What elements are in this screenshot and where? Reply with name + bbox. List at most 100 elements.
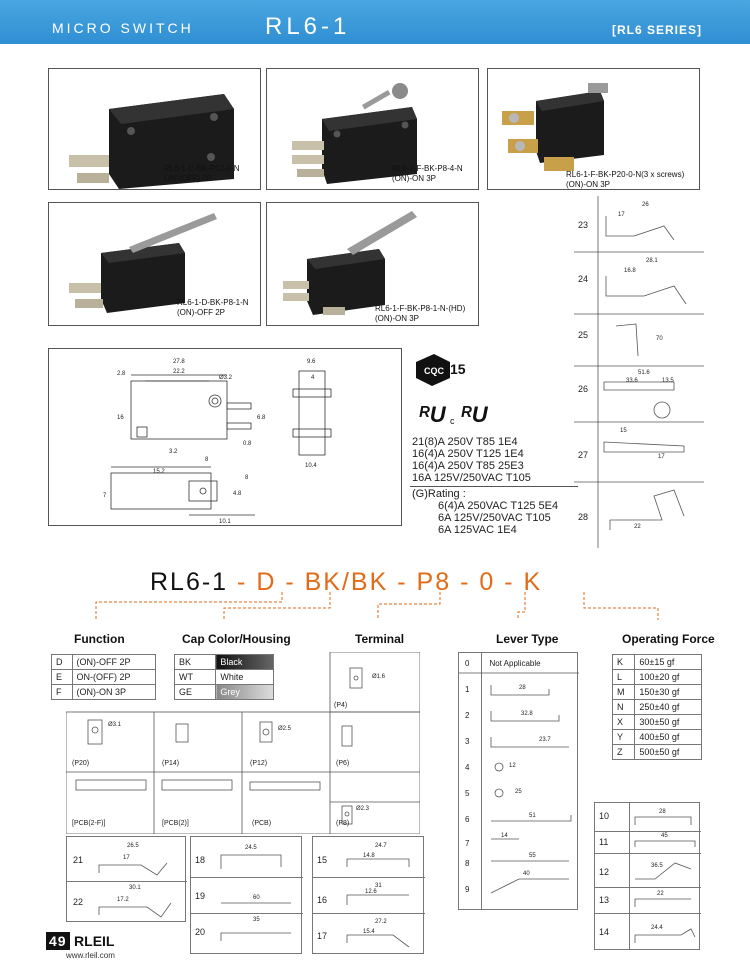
certification-block: CQC 15 ᴿU c ᴿU 21(8)A 250V T85 1E4 16(4)… xyxy=(410,352,580,542)
code-terminal: P8 xyxy=(416,568,452,596)
terminal-label-p4: (P4) xyxy=(334,702,348,709)
table-row: F(ON)-ON 3P xyxy=(51,684,157,700)
brand-logo: RLEIL xyxy=(74,933,115,949)
code-force: K xyxy=(523,568,543,596)
dim-27-8: 27.8 xyxy=(173,359,185,365)
lever-block-15-17: 15 16 17 24.7 14.8 31 12.6 27.2 15.4 xyxy=(312,836,425,954)
svg-text:55: 55 xyxy=(529,853,536,859)
g-rating-2: 6A 125V/250VAC T105 xyxy=(438,512,551,524)
svg-text:30.1: 30.1 xyxy=(129,885,141,891)
svg-text:27.2: 27.2 xyxy=(375,919,387,925)
photo-4-desc: (ON)-OFF 2P xyxy=(177,308,225,317)
switch-photo-1 xyxy=(69,94,234,189)
dim-6-8: 6.8 xyxy=(257,415,266,421)
svg-text:36.5: 36.5 xyxy=(651,863,663,869)
dim-p12-hole: Ø2.5 xyxy=(278,726,292,732)
svg-text:14: 14 xyxy=(501,833,508,839)
lever-25: 25 xyxy=(578,330,589,340)
lever-27: 27 xyxy=(578,450,589,460)
rating-line-1: 21(8)A 250V T85 1E4 xyxy=(412,436,518,448)
photo-panel-1: RL6-1-E-BK-P12-0-N ON-(OFF) 2P xyxy=(48,68,261,190)
dim-4-8: 4.8 xyxy=(233,491,242,497)
series-label: [RL6 SERIES] xyxy=(611,23,702,37)
dim-28-1: 28.1 xyxy=(646,258,658,264)
svg-text:24.4: 24.4 xyxy=(651,925,663,931)
code-base: RL6-1 xyxy=(150,568,229,596)
terminal-label-p20: (P20) xyxy=(72,760,90,767)
page-number: 49 xyxy=(46,932,70,950)
svg-text:ᴿU: ᴿU xyxy=(418,402,447,427)
cqc-number: 15 xyxy=(450,361,466,377)
dim-17b: 17 xyxy=(658,454,665,460)
dimension-drawing: 27.8 22.2 2.8 Ø3.2 16 6.8 0.8 8 3.2 15.2… xyxy=(103,359,332,525)
dim-hole-3-2: Ø3.2 xyxy=(219,375,233,381)
svg-text:17: 17 xyxy=(123,855,130,861)
dim-15: 15 xyxy=(620,428,627,434)
part-code: RL6-1 - D - BK/BK - P8 - 0 - K xyxy=(150,568,543,596)
lever-row-6: 6 xyxy=(465,815,470,824)
svg-text:14.8: 14.8 xyxy=(363,853,375,859)
svg-text:28: 28 xyxy=(519,685,526,691)
rating-line-3: 16(4)A 250V T85 25E3 xyxy=(412,460,524,472)
photo-3-code: RL6-1-F-BK-P20-0-N(3 x screws) xyxy=(566,170,685,179)
lever-20: 20 xyxy=(195,927,206,937)
lever-row-8: 8 xyxy=(465,859,470,868)
svg-text:15.4: 15.4 xyxy=(363,929,375,935)
svg-text:17.2: 17.2 xyxy=(117,897,129,903)
photo-2-desc: (ON)-ON 3P xyxy=(392,174,436,183)
code-cap: BK/BK xyxy=(304,568,389,596)
cap-title: Cap Color/Housing xyxy=(182,632,291,646)
lever-23: 23 xyxy=(578,220,589,230)
dim-9-6: 9.6 xyxy=(307,359,316,365)
svg-text:31: 31 xyxy=(375,883,382,889)
svg-text:32.8: 32.8 xyxy=(521,711,533,717)
lever-row-2: 2 xyxy=(465,711,470,720)
photo-1-code: RL6-1-E-BK-P12-0-N xyxy=(164,164,240,173)
lever-14: 14 xyxy=(599,927,610,937)
lever-28: 28 xyxy=(578,512,589,522)
footer-brand: 49 RLEIL www.rleil.com xyxy=(46,932,115,960)
dim-22: 22 xyxy=(634,524,641,530)
lever-block-10-14: 10 11 12 13 14 28 45 36.5 22 24.4 xyxy=(594,802,701,950)
code-lever: 0 xyxy=(479,568,496,596)
ul-logo-icon: ᴿU c ᴿU xyxy=(418,402,489,427)
lever-title: Lever Type xyxy=(496,632,559,646)
dim-10-1: 10.1 xyxy=(219,519,231,525)
dimension-drawing-panel: 27.8 22.2 2.8 Ø3.2 16 6.8 0.8 8 3.2 15.2… xyxy=(48,348,402,526)
photo-5-code: RL6-1-F-BK-P8-1-N-(HD) xyxy=(375,304,466,313)
dim-p20-hole: Ø3.1 xyxy=(108,722,122,728)
switch-photo-2 xyxy=(292,83,417,184)
svg-text:23.7: 23.7 xyxy=(539,737,551,743)
lever-11: 11 xyxy=(599,837,609,847)
dim-8: 8 xyxy=(205,457,209,463)
lever-block-18-20: 18 19 20 24.5 60 35 xyxy=(190,836,303,954)
lever-22: 22 xyxy=(73,897,84,907)
switch-photo-3 xyxy=(502,83,608,171)
dim-70: 70 xyxy=(656,336,663,342)
svg-text:51: 51 xyxy=(529,813,536,819)
dim-51-6: 51.6 xyxy=(638,370,650,376)
svg-text:26.5: 26.5 xyxy=(127,843,139,849)
g-rating-1: 6(4)A 250VAC T125 5E4 xyxy=(438,500,559,512)
dim-17: 17 xyxy=(618,212,625,218)
svg-text:ᴿU: ᴿU xyxy=(460,402,489,427)
terminal-label-pcb: (PCB) xyxy=(252,820,272,827)
rating-line-4: 16A 125V/250VAC T105 xyxy=(412,472,531,484)
photo-3-desc: (ON)-ON 3P xyxy=(566,180,610,189)
g-rating-label: (G)Rating : xyxy=(412,488,466,500)
lever-26: 26 xyxy=(578,384,589,394)
svg-text:12.6: 12.6 xyxy=(365,889,377,895)
function-title: Function xyxy=(74,632,125,646)
lever-18: 18 xyxy=(195,855,206,865)
code-connectors xyxy=(95,592,659,620)
